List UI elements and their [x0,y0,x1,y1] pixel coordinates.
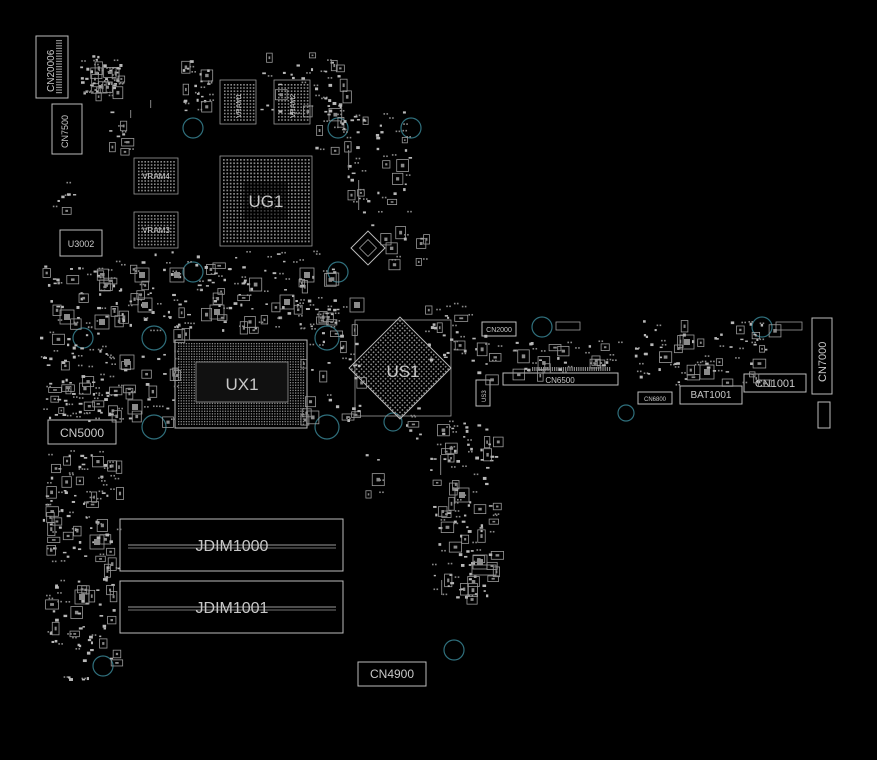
us3-chip: US3 [475,379,491,407]
cn7500-label: CN7500 [60,115,70,148]
cn6800-connector: CN6800 [637,391,673,405]
vram4-chip: VRAM4 [133,157,179,195]
u3002-label: U3002 [68,239,95,249]
vram2-label: VRAM2 [290,94,297,118]
bat1001-label: BAT1001 [691,390,732,401]
vram1-label: VRAM1 [236,94,243,118]
ug1-gpu-chip: UG1 [219,155,313,247]
vram4-label: VRAM4 [142,172,170,181]
cn6500-label: CN6500 [545,376,575,385]
jdim1000-slot: JDIM1000 [119,518,344,572]
jdim1001-label: JDIM1001 [196,600,269,617]
u3002-chip: U3002 [59,229,103,257]
cn7000-label: CN7000 [817,342,829,382]
jdim1000-label: JDIM1000 [196,538,269,555]
cn6500-connector: CN6500 [502,367,619,386]
ux1-label: UX1 [225,375,258,394]
cn20006-connector: CN20006 [35,35,69,99]
cn7500-connector: CN7500 [51,103,83,155]
cn5000-label: CN5000 [60,426,104,440]
ux1-cpu-chip: UX1 [174,339,308,429]
vram3-label: VRAM3 [142,226,170,235]
vram1-chip: VRAM1 [219,79,257,125]
cn4900-label: CN4900 [370,667,414,681]
ug1-label: UG1 [249,192,284,211]
cn6800-label: CN6800 [644,397,667,403]
rotated-chip-small [350,230,386,266]
bat1001-battery: BAT1001 [679,385,743,405]
cn7000-connector: CN7000 [811,317,833,429]
us3-label: US3 [482,390,488,402]
us1-label: US1 [386,362,419,381]
cn2000-connector: CN2000 [481,321,517,337]
cn4900-connector: CN4900 [357,661,427,687]
cn20006-label: CN20006 [46,49,57,92]
vram2-chip: VRAM2 [273,79,311,125]
cn2000-label: CN2000 [486,327,512,334]
jdim1001-slot: JDIM1001 [119,580,344,634]
cn5000-connector: CN5000 [47,419,117,445]
vram3-chip: VRAM3 [133,211,179,249]
small-components [40,52,803,681]
